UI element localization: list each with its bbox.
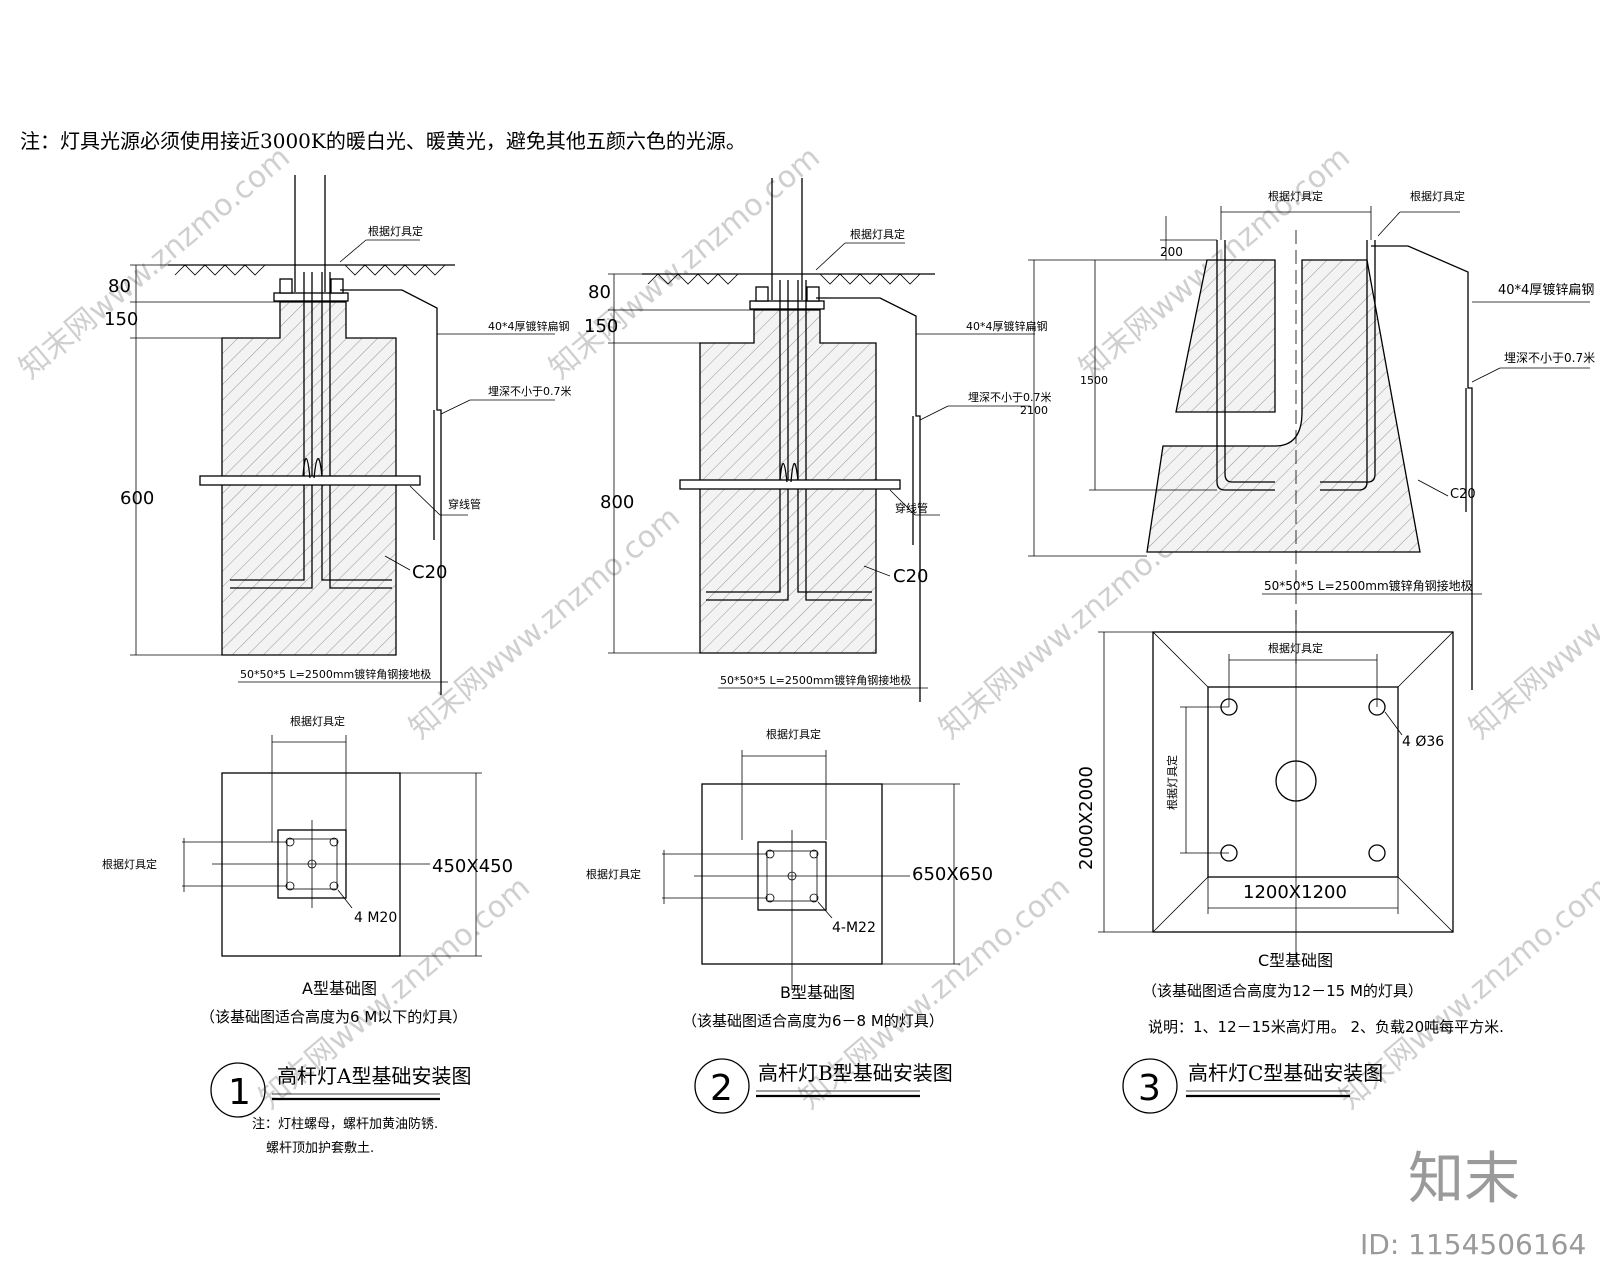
panel-b-dim-mid: 150 xyxy=(584,316,618,337)
panel-b-caption: B型基础图 xyxy=(780,983,855,1002)
panel-b-dim-depth: 800 xyxy=(600,492,634,513)
panel-c-label-by-fixture-right: 根据灯具定 xyxy=(1410,189,1465,203)
panel-b-plan-by-fixture-side: 根据灯具定 xyxy=(586,867,641,881)
panel-a-label-conduit: 穿线管 xyxy=(448,497,481,511)
brand-logo: 知末 xyxy=(1408,1147,1520,1212)
panel-c-explain: 说明：1、12－15米高灯用。 2、负载20吨每平方米. xyxy=(1148,1018,1504,1036)
panel-a-number: 1 xyxy=(228,1072,251,1113)
panel-b-title: 高杆灯B型基础安装图 xyxy=(758,1061,953,1085)
top-note: 注：灯具光源必须使用接近3000K的暖白光、暖黄光，避免其他五颜六色的光源。 xyxy=(20,129,746,153)
panel-b-plan-by-fixture: 根据灯具定 xyxy=(766,727,821,741)
panel-a-section: 80 150 600 根据灯具定 40*4厚镀锌扁钢 埋深不小于0.7米 穿线管… xyxy=(104,175,572,695)
panel-a-plan-by-fixture: 根据灯具定 xyxy=(290,714,345,728)
panel-a-plan-by-fixture-side: 根据灯具定 xyxy=(102,857,157,871)
panel-c-dim-depth: 2100 xyxy=(1020,404,1048,417)
panel-b-plan-size: 650X650 xyxy=(912,864,993,885)
panel-b-label-flat-steel: 40*4厚镀锌扁钢 xyxy=(966,319,1048,333)
panel-a-bolts: 4 M20 xyxy=(354,910,397,926)
panel-a-dim-mid: 150 xyxy=(104,309,138,330)
panel-a-label-c20: C20 xyxy=(412,562,447,583)
panel-b-label-ground-rod: 50*50*5 L=2500mm镀锌角钢接地极 xyxy=(720,673,911,687)
panel-c-label-flat-steel: 40*4厚镀锌扁钢 xyxy=(1498,282,1594,298)
panel-a-label-by-fixture: 根据灯具定 xyxy=(368,224,423,238)
panel-b-label-bury: 埋深不小于0.7米 xyxy=(968,391,1052,404)
panel-c-holes: 4 Ø36 xyxy=(1402,734,1444,750)
panel-b-label-c20: C20 xyxy=(893,566,928,587)
panel-c-range: （该基础图适合高度为12－15 M的灯具） xyxy=(1142,982,1423,1000)
panel-a-dim-depth: 600 xyxy=(120,488,154,509)
panel-c-plan-by-fixture-top: 根据灯具定 xyxy=(1268,641,1323,655)
panel-b-dim-top: 80 xyxy=(588,282,611,303)
panel-c-caption: C型基础图 xyxy=(1258,951,1333,970)
panel-b-label-conduit: 穿线管 xyxy=(895,501,928,515)
panel-c-title: 高杆灯C型基础安装图 xyxy=(1188,1061,1383,1085)
panel-b-number: 2 xyxy=(710,1068,733,1109)
panel-b-range: （该基础图适合高度为6－8 M的灯具） xyxy=(682,1012,944,1030)
panel-a-plan: 根据灯具定 根据灯具定 450X450 4 M20 A型基础图 （该基础图适合高… xyxy=(102,714,513,1026)
panel-b-bolts: 4-M22 xyxy=(832,920,876,936)
panel-c-section: 根据灯具定 根据灯具定 200 2100 1500 40*4厚镀锌扁钢 埋深不小… xyxy=(1020,189,1595,690)
panel-b-label-by-fixture: 根据灯具定 xyxy=(850,227,905,241)
panel-c-label-c20: C20 xyxy=(1450,487,1476,502)
panel-c-title-block: 3 高杆灯C型基础安装图 xyxy=(1122,1058,1383,1114)
panel-a-remark-2: 螺杆顶加护套敷土. xyxy=(266,1140,374,1156)
panel-b-section: 80 150 800 根据灯具定 40*4厚镀锌扁钢 埋深不小于0.7米 穿线管… xyxy=(584,178,1052,702)
panel-c-label-ground-rod: 50*50*5 L=2500mm镀锌角钢接地极 xyxy=(1264,578,1473,593)
brand-id: ID: 1154506164 xyxy=(1360,1228,1586,1261)
panel-a-title-block: 1 高杆灯A型基础安装图 注：灯柱螺母，螺杆加黄油防锈. 螺杆顶加护套敷土. xyxy=(210,1062,471,1156)
watermark-text: 知末网www.znzmo.com xyxy=(403,500,687,746)
panel-c-label-by-fixture-top: 根据灯具定 xyxy=(1268,189,1323,203)
panel-b-title-block: 2 高杆灯B型基础安装图 xyxy=(694,1058,953,1114)
panel-a-range: （该基础图适合高度为6 M以下的灯具） xyxy=(200,1008,467,1026)
panel-c-number: 3 xyxy=(1138,1068,1161,1109)
panel-a-label-ground-rod: 50*50*5 L=2500mm镀锌角钢接地极 xyxy=(240,667,431,681)
panel-c-dim-mid: 1500 xyxy=(1080,374,1108,387)
panel-a-label-bury: 埋深不小于0.7米 xyxy=(488,385,572,398)
panel-a-label-flat-steel: 40*4厚镀锌扁钢 xyxy=(488,319,570,333)
panel-a-caption: A型基础图 xyxy=(302,979,377,998)
panel-c-plan: 根据灯具定 根据灯具定 2000X2000 1200X1200 4 Ø36 C型… xyxy=(1076,610,1504,1036)
panel-c-dim-top: 200 xyxy=(1160,245,1183,259)
panel-c-plan-outer: 2000X2000 xyxy=(1076,766,1097,870)
panel-a-plan-size: 450X450 xyxy=(432,856,513,877)
panel-c-plan-by-fixture-side: 根据灯具定 xyxy=(1165,755,1179,810)
panel-a-remark-1: 注：灯柱螺母，螺杆加黄油防锈. xyxy=(252,1116,438,1132)
panel-b-plan: 根据灯具定 根据灯具定 650X650 4-M22 B型基础图 （该基础图适合高… xyxy=(586,727,993,1030)
panel-c-label-bury: 埋深不小于0.7米 xyxy=(1504,351,1595,365)
panel-a-title: 高杆灯A型基础安装图 xyxy=(277,1064,471,1088)
panel-a-dim-top: 80 xyxy=(108,276,131,297)
panel-c-plan-inner: 1200X1200 xyxy=(1243,882,1347,903)
watermark-text: 知末网www.znzmo.com xyxy=(1463,500,1600,746)
